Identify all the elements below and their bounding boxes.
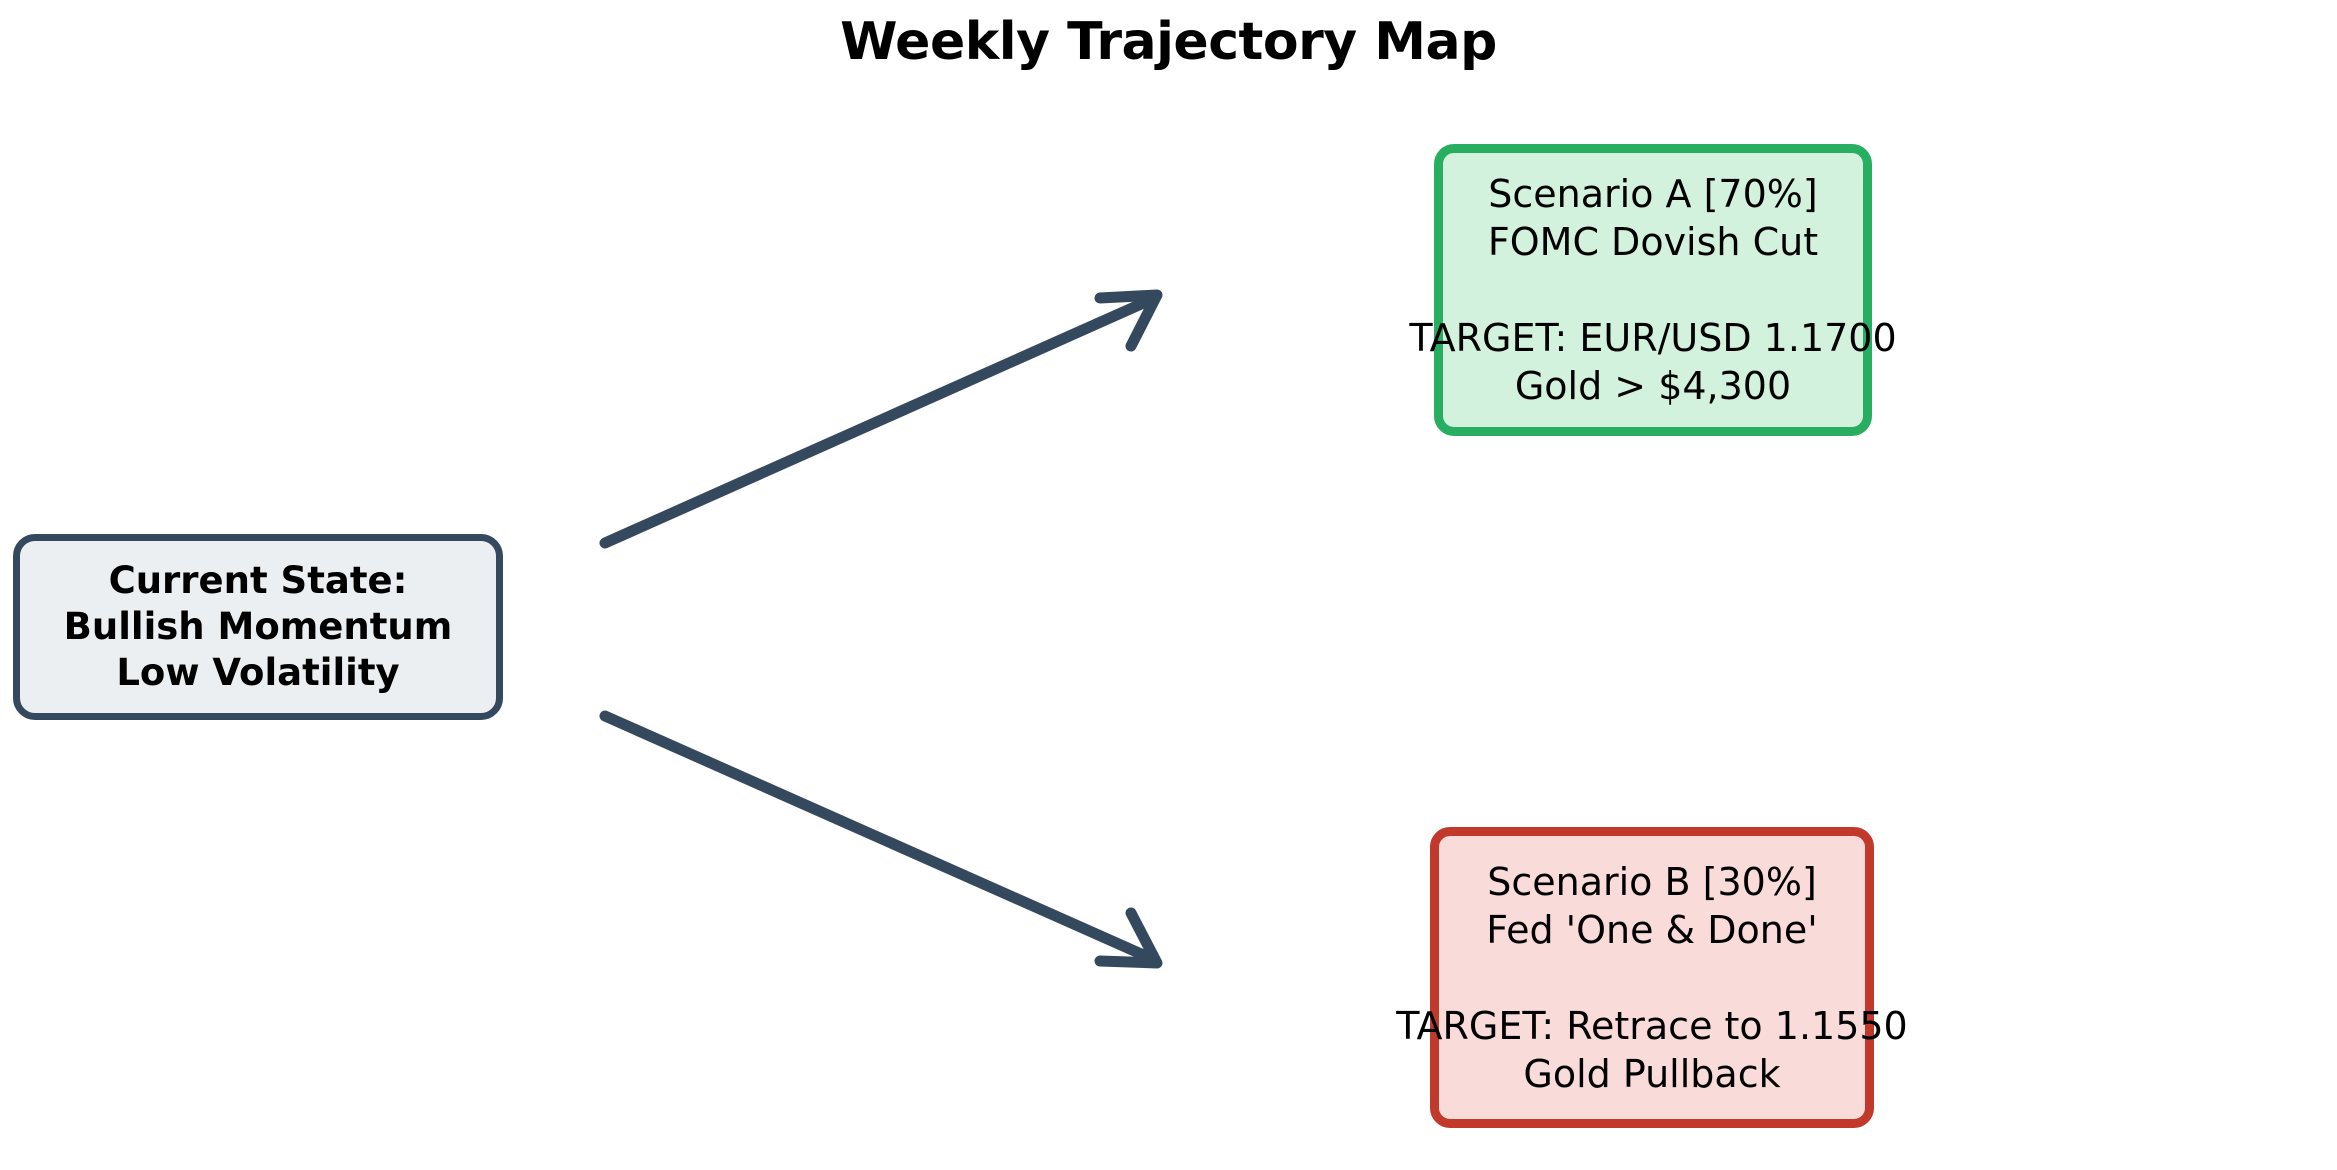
node-scenario-b-target-line-2: Gold Pullback [1523,1051,1781,1096]
edge-to-scenario-b [599,710,1163,969]
node-scenario-b-headline: Fed 'One & Done' [1486,907,1818,952]
node-scenario-a-label: Scenario A [70%] [1488,172,1818,216]
node-current-state-line-1: Current State: [108,559,408,602]
node-current-state[interactable]: Current State: Bullish Momentum Low Vola… [13,534,503,720]
edge-to-scenario-a-arrowhead [1094,289,1163,352]
edge-to-scenario-a-shaft [599,295,1154,549]
edge-to-scenario-b-arrowhead [1094,907,1163,969]
node-scenario-a-headline: FOMC Dovish Cut [1487,220,1819,264]
node-scenario-a[interactable]: Scenario A [70%] FOMC Dovish Cut TARGET:… [1409,144,1897,436]
node-current-state-line-2: Bullish Momentum [63,605,453,648]
edge-to-scenario-b-shaft [599,710,1154,963]
node-scenario-a-target-line-1: TARGET: EUR/USD 1.1700 [1409,316,1897,360]
edge-to-scenario-a [599,289,1163,549]
node-scenario-a-target-line-2: Gold > $4,300 [1514,364,1792,408]
node-scenario-b-label: Scenario B [30%] [1487,859,1817,904]
node-current-state-line-3: Low Volatility [116,651,400,694]
node-scenario-b[interactable]: Scenario B [30%] Fed 'One & Done' TARGET… [1396,827,1908,1128]
page-title: Weekly Trajectory Map [840,12,1497,72]
node-scenario-b-target-line-1: TARGET: Retrace to 1.1550 [1396,1003,1908,1048]
